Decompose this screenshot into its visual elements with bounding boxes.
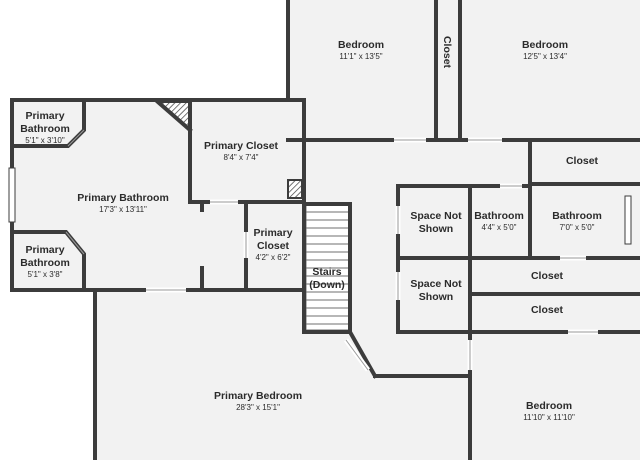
bedroom-a-name: Bedroom: [338, 39, 384, 51]
primary-bath-bottom-dims: 5'1" x 3'8": [28, 270, 63, 279]
shaft-hatch-small: [287, 179, 303, 199]
primary-closet-large-name: Primary Closet: [204, 140, 279, 152]
primary-bath-main-dims: 17'3" x 13'11": [99, 205, 147, 214]
door-thin-lines: [65, 129, 598, 371]
bathroom-right-dims: 7'0" x 5'0": [560, 223, 595, 232]
primary-bath-bottom-name-2: Bathroom: [20, 257, 70, 269]
closet-vertical-name: Closet: [441, 36, 453, 69]
stairs-steps: [305, 203, 351, 331]
primary-closet-large-dims: 8'4" x 7'4": [224, 153, 259, 162]
bathroom-small-dims: 4'4" x 5'0": [482, 223, 517, 232]
primary-bath-main-name: Primary Bathroom: [77, 192, 169, 204]
bathroom-right-name: Bathroom: [552, 210, 602, 222]
primary-bath-top-dims: 5'1" x 3'10": [25, 136, 65, 145]
primary-bath-top-name-1: Primary: [25, 110, 64, 122]
space-not-shown-1-name-1: Space Not: [410, 210, 462, 222]
bathroom-small-name: Bathroom: [474, 210, 524, 222]
primary-bath-top-name-2: Bathroom: [20, 123, 70, 135]
primary-bath-bottom-name-1: Primary: [25, 244, 64, 256]
bedroom-a-dims: 11'1" x 13'5": [339, 52, 382, 61]
primary-closet-small-name-2: Closet: [257, 240, 290, 252]
windows: [8, 167, 632, 245]
bedroom-b-name: Bedroom: [522, 39, 568, 51]
primary-closet-small-name-1: Primary: [253, 227, 292, 239]
space-not-shown-2-name-2: Shown: [419, 291, 453, 303]
closet-mid-name: Closet: [531, 270, 564, 282]
space-not-shown-2-name-1: Space Not: [410, 278, 462, 290]
bedroom-c-dims: 11'10" x 11'10": [523, 413, 575, 422]
closet-right-top-name: Closet: [566, 155, 599, 167]
bedroom-b-dims: 12'5" x 13'4": [523, 52, 567, 61]
primary-closet-small-dims: 4'2" x 6'2": [256, 253, 291, 262]
closet-low-name: Closet: [531, 304, 564, 316]
stairs-name-2: (Down): [309, 279, 345, 291]
primary-bedroom-name: Primary Bedroom: [214, 390, 302, 402]
room-labels: Bedroom 11'1" x 13'5" Closet Bedroom 12'…: [20, 36, 602, 422]
stairs-name-1: Stairs: [312, 266, 341, 278]
space-not-shown-1-name-2: Shown: [419, 223, 453, 235]
bedroom-c-name: Bedroom: [526, 400, 572, 412]
primary-bedroom-dims: 28'3" x 15'1": [236, 403, 280, 412]
